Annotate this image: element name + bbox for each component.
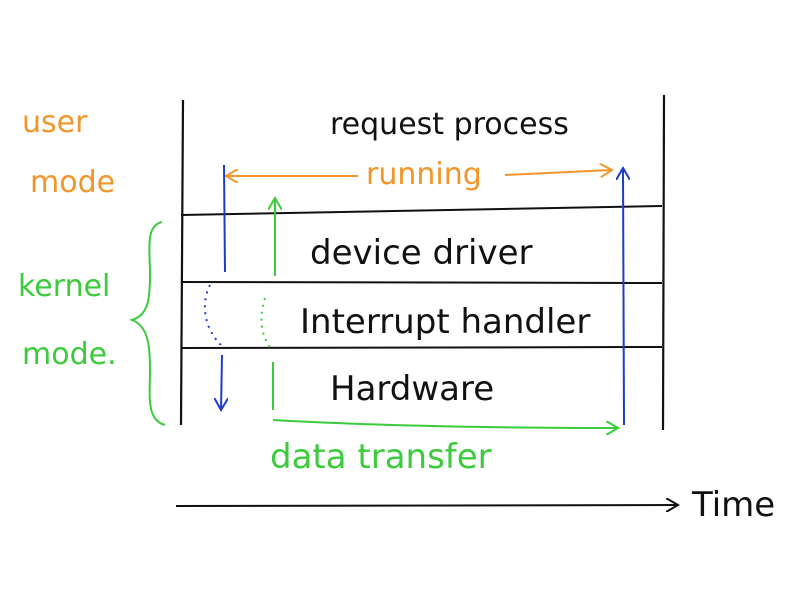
device-driver-label: device driver [310, 233, 533, 273]
green-dotted-curve [260, 297, 273, 351]
user-mode-label-line1: user [22, 105, 88, 140]
left-boundary-line [179, 99, 185, 426]
interrupt-handler-label: Interrupt handler [300, 302, 591, 342]
running-label: running [366, 157, 482, 192]
hardware-label: Hardware [330, 369, 495, 409]
kernel-mode-label-line1: kernel [18, 269, 111, 304]
data-transfer-arrow [272, 419, 618, 428]
blue-down-arrow [221, 354, 222, 410]
data-transfer-label: data transfer [270, 437, 492, 477]
time-axis-arrow [175, 505, 678, 506]
kernel-mode-brace [128, 221, 166, 426]
kernel-mode-label-line2: mode. [22, 337, 117, 372]
interrupt-hardware-separator [180, 346, 663, 349]
time-label: Time [692, 485, 776, 525]
blue-down-line-upper [223, 164, 226, 273]
right-boundary-line [661, 94, 666, 431]
request-process-label: request process [330, 107, 569, 142]
user-mode-label-line2: mode [30, 165, 116, 200]
blue-up-arrow [623, 168, 624, 426]
running-arrow-right [504, 170, 612, 175]
user-kernel-separator [180, 205, 663, 216]
driver-interrupt-separator [180, 281, 663, 284]
blue-dotted-curve [203, 284, 223, 347]
